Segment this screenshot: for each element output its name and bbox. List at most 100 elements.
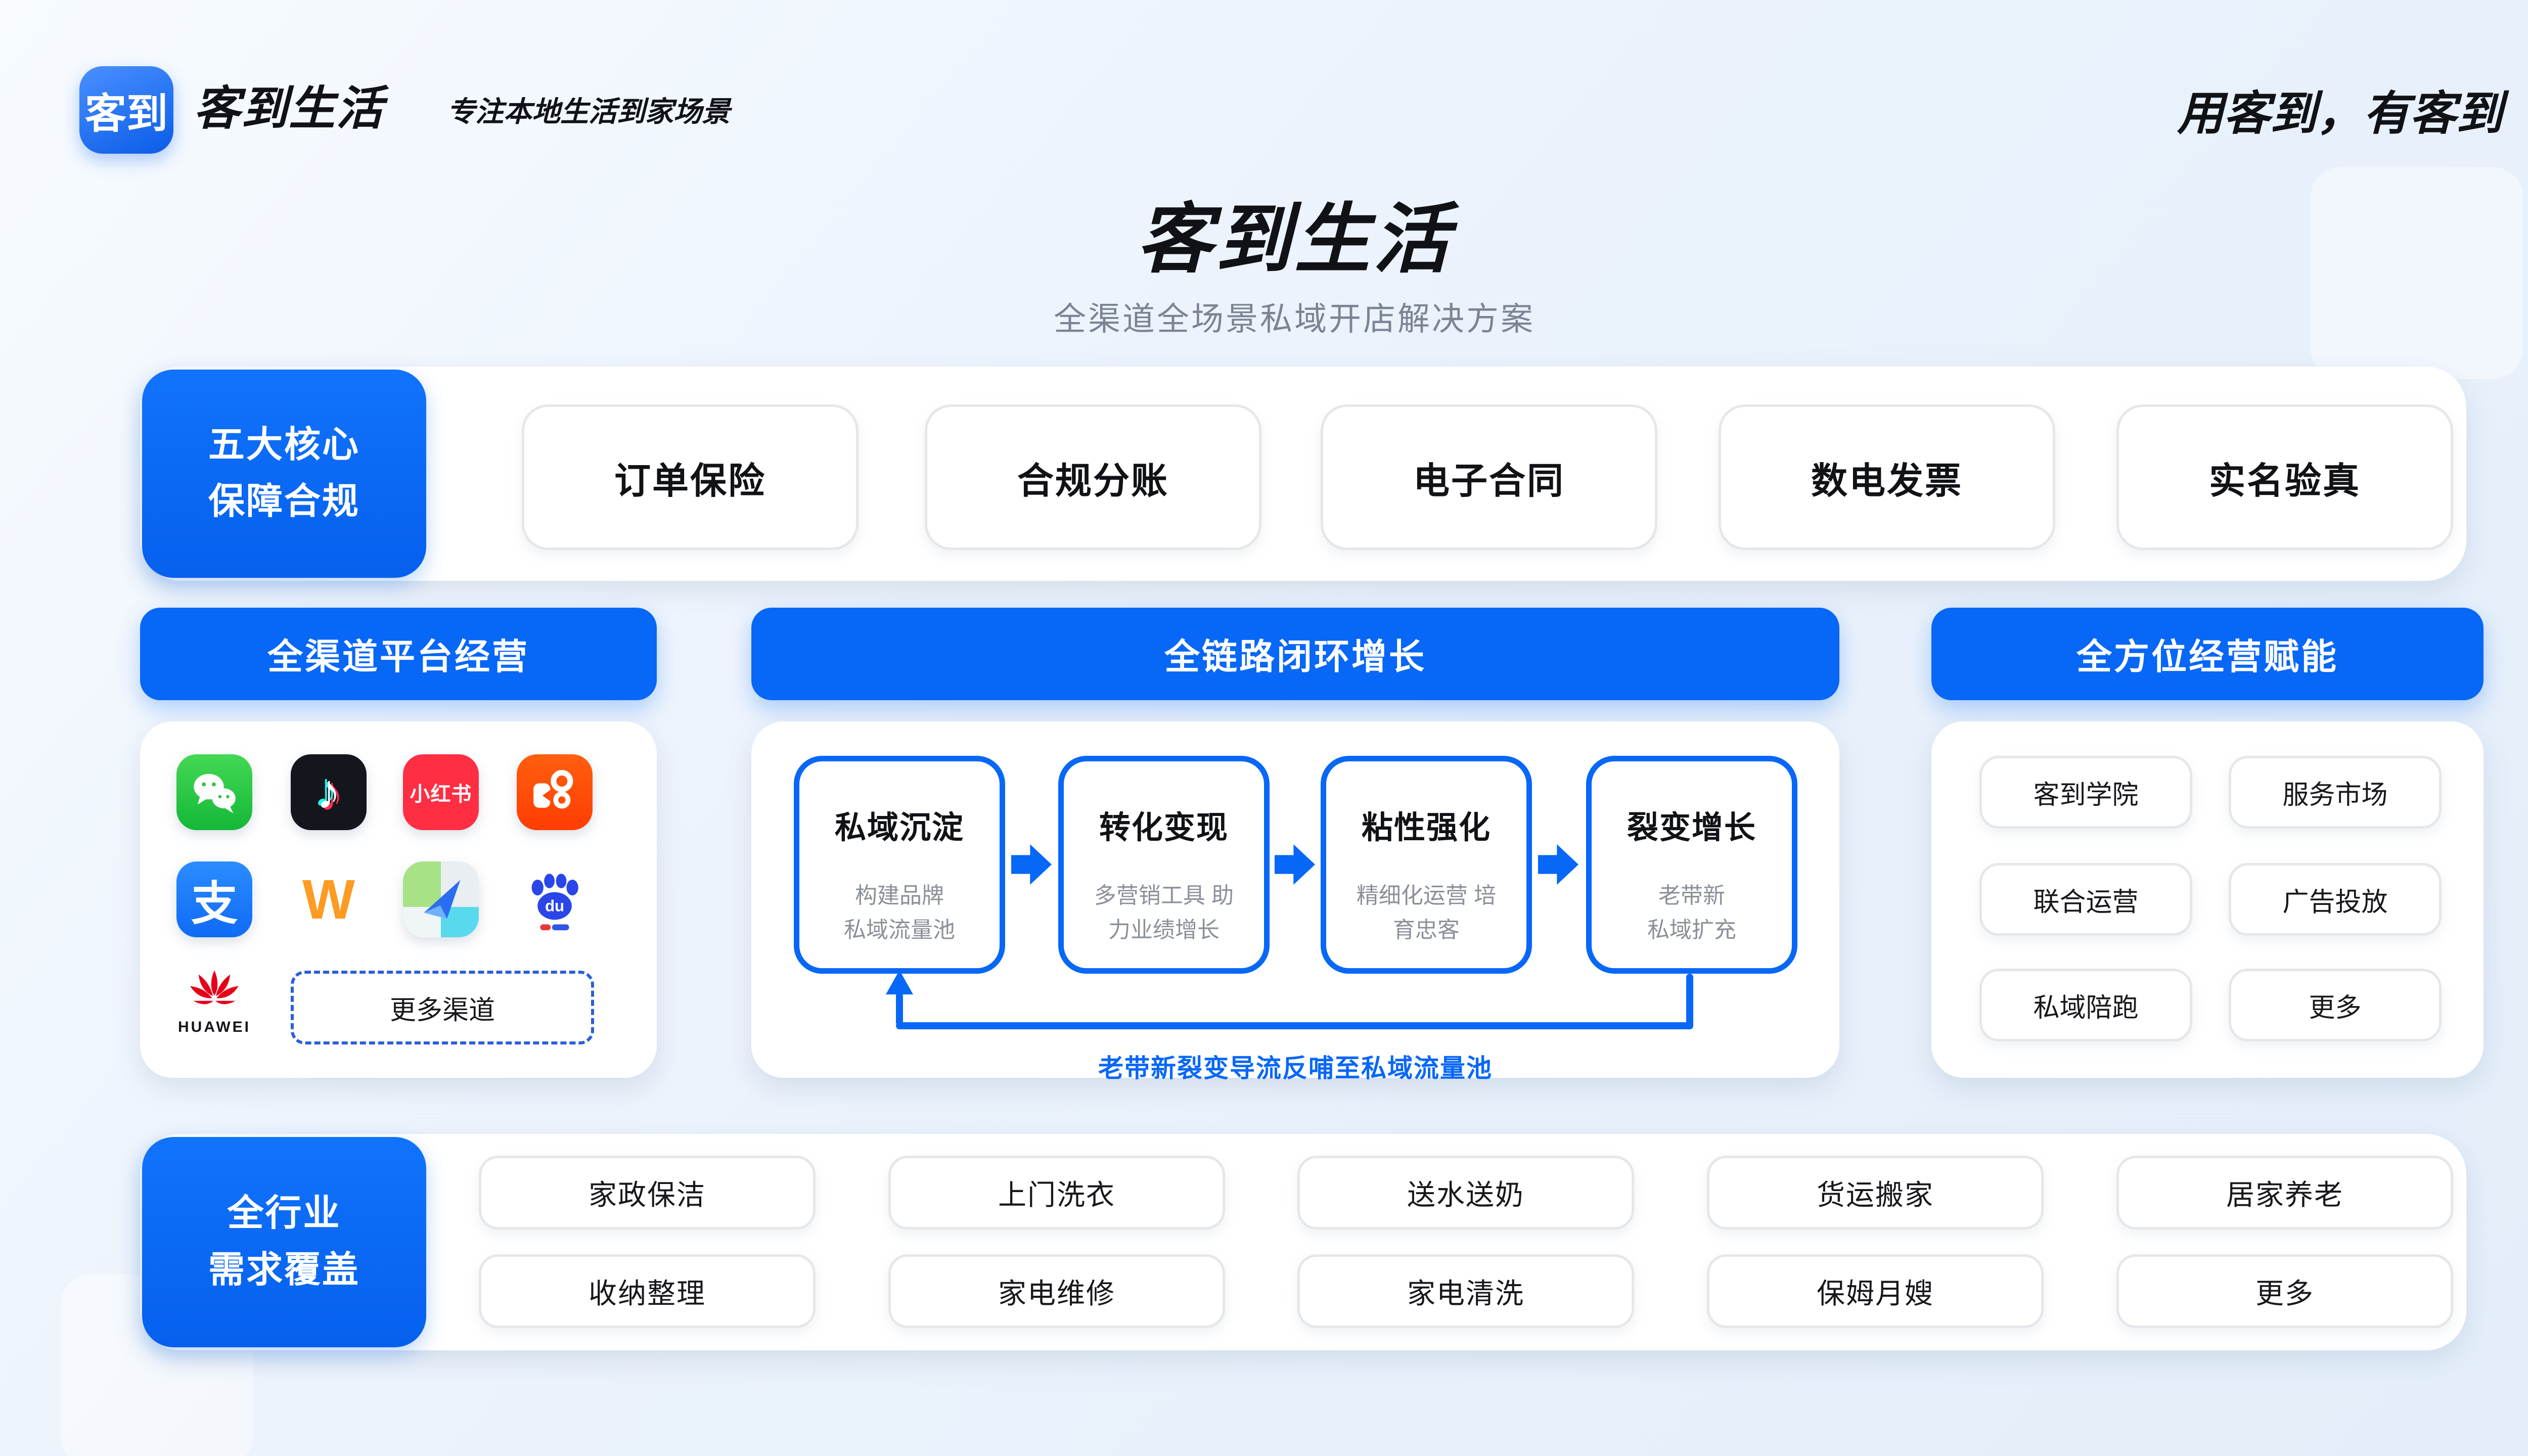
growth-step-4: 裂变增长 老带新 私域扩充 bbox=[1586, 756, 1797, 974]
enablement-item: 服务市场 bbox=[2229, 756, 2442, 829]
growth-step-3: 粘性强化 精细化运营 培 育忠客 bbox=[1321, 756, 1532, 974]
enablement-item-label: 客到学院 bbox=[2033, 780, 2139, 810]
feedback-label: 老带新裂变导流反哺至私域流量池 bbox=[1098, 1054, 1493, 1082]
compliance-item: 实名验真 bbox=[2116, 404, 2453, 550]
compliance-label-line2: 保障合规 bbox=[208, 481, 360, 522]
industry-item: 货运搬家 bbox=[1707, 1156, 2044, 1230]
brand-logo-text: 客到 bbox=[84, 91, 168, 137]
douyin-note-glyph: ♪ bbox=[317, 765, 341, 819]
feedback-line-vertical-right bbox=[1686, 974, 1693, 1029]
industry-item-label: 上门洗衣 bbox=[998, 1178, 1115, 1211]
industry-item: 家政保洁 bbox=[479, 1156, 816, 1230]
growth-card: 私域沉淀 构建品牌 私域流量池 转化变现 多营销工具 助 力业绩增长 粘性强化 … bbox=[751, 721, 1839, 1082]
growth-step-2: 转化变现 多营销工具 助 力业绩增长 bbox=[1058, 756, 1270, 974]
enablement-item-label: 私域陪跑 bbox=[2033, 993, 2139, 1023]
enablement-item: 更多 bbox=[2229, 969, 2442, 1041]
weidian-icon: W bbox=[291, 861, 367, 937]
compliance-label-line1: 五大核心 bbox=[208, 425, 360, 466]
arrow-right-icon bbox=[1275, 844, 1315, 885]
more-channels-button: 更多渠道 bbox=[291, 971, 594, 1044]
compliance-item: 合规分账 bbox=[925, 404, 1261, 550]
growth-step-title: 粘性强化 bbox=[1361, 810, 1491, 845]
enablement-section-header: 全方位经营赋能 bbox=[1931, 608, 2484, 700]
brand-logo: 客到 bbox=[79, 66, 173, 154]
growth-step-title: 私域沉淀 bbox=[834, 810, 964, 845]
compliance-item-label: 电子合同 bbox=[1413, 461, 1565, 502]
growth-step-desc: 多营销工具 助 力业绩增长 bbox=[1094, 883, 1234, 943]
industry-item: 家电维修 bbox=[888, 1254, 1225, 1328]
industry-item-label: 家电清洗 bbox=[1407, 1277, 1524, 1309]
industry-item: 更多 bbox=[2116, 1254, 2453, 1328]
compliance-item: 电子合同 bbox=[1321, 404, 1657, 550]
channels-card: ♪ 小红书 支 W bbox=[140, 721, 657, 1078]
amap-icon bbox=[403, 861, 479, 937]
enablement-item: 联合运营 bbox=[1979, 863, 2192, 936]
industry-item-label: 家电维修 bbox=[998, 1277, 1115, 1309]
enablement-item: 广告投放 bbox=[2229, 863, 2442, 936]
industry-item: 保姆月嫂 bbox=[1707, 1254, 2044, 1328]
background-decor bbox=[2311, 167, 2523, 379]
svg-text:du: du bbox=[545, 897, 564, 915]
industry-item: 居家养老 bbox=[2116, 1156, 2453, 1230]
page-title: 客到生活 bbox=[1136, 197, 1452, 282]
feedback-arrowhead-icon bbox=[886, 970, 913, 994]
baidu-icon: du bbox=[517, 861, 593, 937]
enablement-item-label: 服务市场 bbox=[2282, 780, 2388, 810]
xiaohongshu-label: 小红书 bbox=[410, 783, 472, 805]
compliance-label: 五大核心 保障合规 bbox=[142, 370, 426, 578]
growth-step-title: 裂变增长 bbox=[1627, 810, 1756, 845]
feedback-line-horizontal bbox=[896, 1022, 1693, 1029]
industry-item: 送水送奶 bbox=[1297, 1156, 1634, 1230]
enablement-item-label: 更多 bbox=[2309, 993, 2362, 1023]
alipay-glyph: 支 bbox=[191, 878, 238, 930]
industry-item: 收纳整理 bbox=[479, 1254, 816, 1328]
enablement-item: 私域陪跑 bbox=[1979, 969, 2192, 1041]
compliance-item-label: 实名验真 bbox=[2208, 461, 2361, 502]
more-channels-label: 更多渠道 bbox=[389, 995, 495, 1025]
feedback-line-vertical-left bbox=[896, 992, 903, 1026]
growth-step-title: 转化变现 bbox=[1099, 810, 1229, 845]
enablement-item-label: 广告投放 bbox=[2282, 887, 2388, 917]
alipay-icon: 支 bbox=[176, 861, 252, 937]
douyin-icon: ♪ bbox=[291, 754, 367, 830]
enablement-item: 客到学院 bbox=[1979, 756, 2192, 829]
enablement-card: 客到学院 服务市场 联合运营 广告投放 私域陪跑 更多 bbox=[1931, 721, 2484, 1078]
compliance-item-label: 数电发票 bbox=[1811, 461, 1963, 502]
compliance-panel: 五大核心 保障合规 订单保险 合规分账 电子合同 数电发票 实名验真 bbox=[140, 367, 2466, 581]
compliance-item-label: 订单保险 bbox=[614, 461, 766, 502]
industry-item-label: 保姆月嫂 bbox=[1817, 1277, 1934, 1309]
growth-step-desc: 构建品牌 私域流量池 bbox=[844, 883, 955, 943]
compliance-item: 订单保险 bbox=[522, 404, 859, 550]
enablement-item-label: 联合运营 bbox=[2033, 887, 2139, 917]
industry-item-label: 送水送奶 bbox=[1407, 1178, 1524, 1211]
growth-section-header: 全链路闭环增长 bbox=[751, 608, 1839, 700]
industry-item-label: 货运搬家 bbox=[1817, 1178, 1934, 1211]
huawei-icon: HUAWEI bbox=[164, 968, 265, 1036]
industry-item: 家电清洗 bbox=[1297, 1254, 1634, 1328]
compliance-item-label: 合规分账 bbox=[1017, 461, 1169, 502]
industries-panel: 全行业 需求覆盖 家政保洁 上门洗衣 送水送奶 货运搬家 居家养老 收纳整理 家… bbox=[140, 1134, 2466, 1350]
growth-step-desc: 精细化运营 培 育忠客 bbox=[1356, 883, 1497, 943]
industry-item: 上门洗衣 bbox=[888, 1156, 1225, 1230]
huawei-wordmark: HUAWEI bbox=[178, 1019, 251, 1035]
brand-slogan: 用客到，有客到 bbox=[2177, 88, 2503, 140]
kuaishou-icon bbox=[517, 754, 593, 830]
arrow-right-icon bbox=[1538, 844, 1578, 885]
xiaohongshu-icon: 小红书 bbox=[403, 754, 479, 830]
compliance-item: 数电发票 bbox=[1719, 404, 2055, 550]
channels-section-header: 全渠道平台经营 bbox=[140, 608, 657, 700]
wechat-icon bbox=[176, 754, 252, 830]
growth-step-desc: 老带新 私域扩充 bbox=[1647, 883, 1736, 943]
brand-name: 客到生活 bbox=[194, 83, 384, 134]
industry-item-label: 更多 bbox=[2255, 1277, 2314, 1309]
arrow-right-icon bbox=[1011, 844, 1052, 885]
brand-tagline: 专注本地生活到家场景 bbox=[447, 96, 730, 127]
industries-label: 全行业 需求覆盖 bbox=[142, 1137, 426, 1347]
industry-item-label: 居家养老 bbox=[2226, 1178, 2343, 1211]
growth-step-1: 私域沉淀 构建品牌 私域流量池 bbox=[794, 756, 1005, 974]
weidian-glyph: W bbox=[302, 868, 355, 931]
industries-label-line1: 全行业 bbox=[227, 1193, 341, 1234]
page-subtitle: 全渠道全场景私域开店解决方案 bbox=[1054, 301, 1535, 337]
industry-item-label: 收纳整理 bbox=[589, 1277, 706, 1309]
